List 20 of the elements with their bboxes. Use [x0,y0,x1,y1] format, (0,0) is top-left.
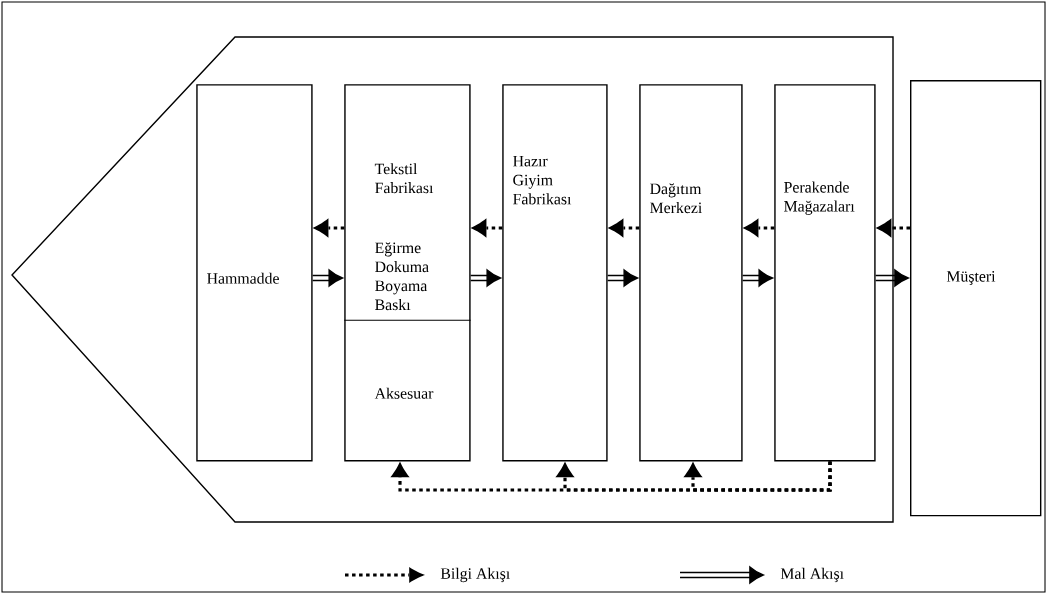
arrow [390,461,832,492]
arrow [874,269,909,287]
legend-label: Mal Akışı [780,567,844,583]
process-box: Hazır Giyim Fabrikası [502,84,608,462]
arrow [875,218,910,238]
arrow [607,218,640,238]
process-box: Perakende Mağazaları [774,84,876,462]
process-box: Müşteri [910,80,1042,517]
arrow [312,218,345,238]
arrow [741,269,774,287]
arrow [469,269,502,287]
process-box: Dağıtım Merkezi [639,84,743,462]
arrow [742,218,775,238]
process-box: Hammadde [196,84,313,462]
pentagon-band [11,36,894,523]
process-box: Tekstil Fabrikası Eğirme Dokuma Boyama Baskı Aksesuar [343,84,472,462]
legend-label: Bilgi Akışı [440,567,510,583]
arrow [311,269,344,287]
arrow [470,218,503,238]
arrow [606,269,639,287]
